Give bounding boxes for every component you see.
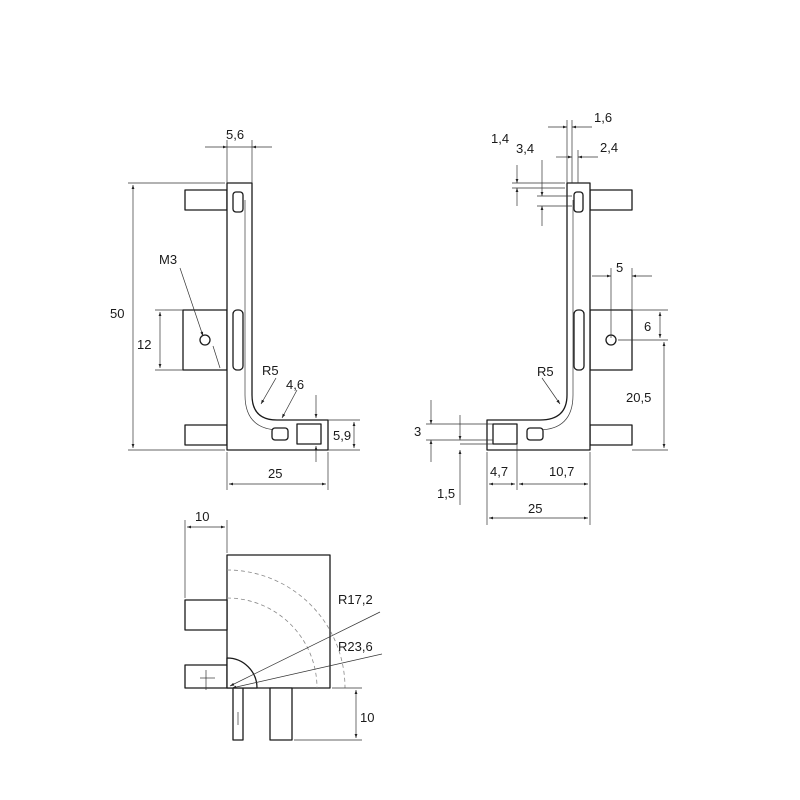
dim-top-width: 1,6 (594, 110, 612, 125)
dim-top-offset-2: 3,4 (516, 141, 534, 156)
dim-width-top: 5,6 (226, 127, 244, 142)
dim-depth: 10 (195, 509, 209, 524)
dim-top-gap: 2,4 (600, 140, 618, 155)
dim-hole-size: 6 (644, 319, 651, 334)
top-slot (232, 191, 244, 213)
top-slot (573, 191, 584, 213)
base-slot-small (271, 427, 289, 441)
top-pin (184, 189, 228, 211)
dim-pos-a: 4,7 (490, 464, 508, 479)
bottom-view: 10 R17,2 R23,6 10 (184, 509, 383, 741)
dim-base-height: 5,9 (333, 428, 351, 443)
vertical-slot (232, 309, 244, 371)
dim-base-offset: 1,5 (437, 486, 455, 501)
base-slot-square (492, 423, 518, 445)
dim-radius: R5 (262, 363, 279, 378)
m3-hole (199, 334, 211, 346)
bottom-pin (184, 424, 228, 446)
dim-height-total: 50 (110, 306, 124, 321)
dim-hole-height: 20,5 (626, 390, 651, 405)
dim-width-base: 25 (268, 466, 282, 481)
dim-radius-outer: R23,6 (338, 639, 373, 654)
vertical-slot (573, 309, 585, 371)
base-slot-square (296, 423, 322, 445)
side-pin (184, 599, 228, 631)
dim-base-slot: 3 (414, 424, 421, 439)
dim-top-offset: 1,4 (491, 131, 509, 146)
dim-pin-length: 10 (360, 710, 374, 725)
dim-slot: 4,6 (286, 377, 304, 392)
top-pin (589, 189, 633, 211)
left-view: 5,6 50 M3 12 R5 4,6 5,9 25 (110, 127, 360, 490)
bottom-pin (269, 687, 293, 741)
dim-radius-right: R5 (537, 364, 554, 379)
dim-pad-height: 12 (137, 337, 151, 352)
right-view: 1,6 2,4 1,4 3,4 5 6 20,5 R5 (414, 110, 668, 525)
corner-radius (226, 657, 258, 689)
bottom-pin (589, 424, 633, 446)
base-slot-small (526, 427, 544, 441)
dim-thread: M3 (159, 252, 177, 267)
dim-hole-offset: 5 (616, 260, 623, 275)
dim-width-base-right: 25 (528, 501, 542, 516)
dim-radius-inner: R17,2 (338, 592, 373, 607)
dim-pos-b: 10,7 (549, 464, 574, 479)
